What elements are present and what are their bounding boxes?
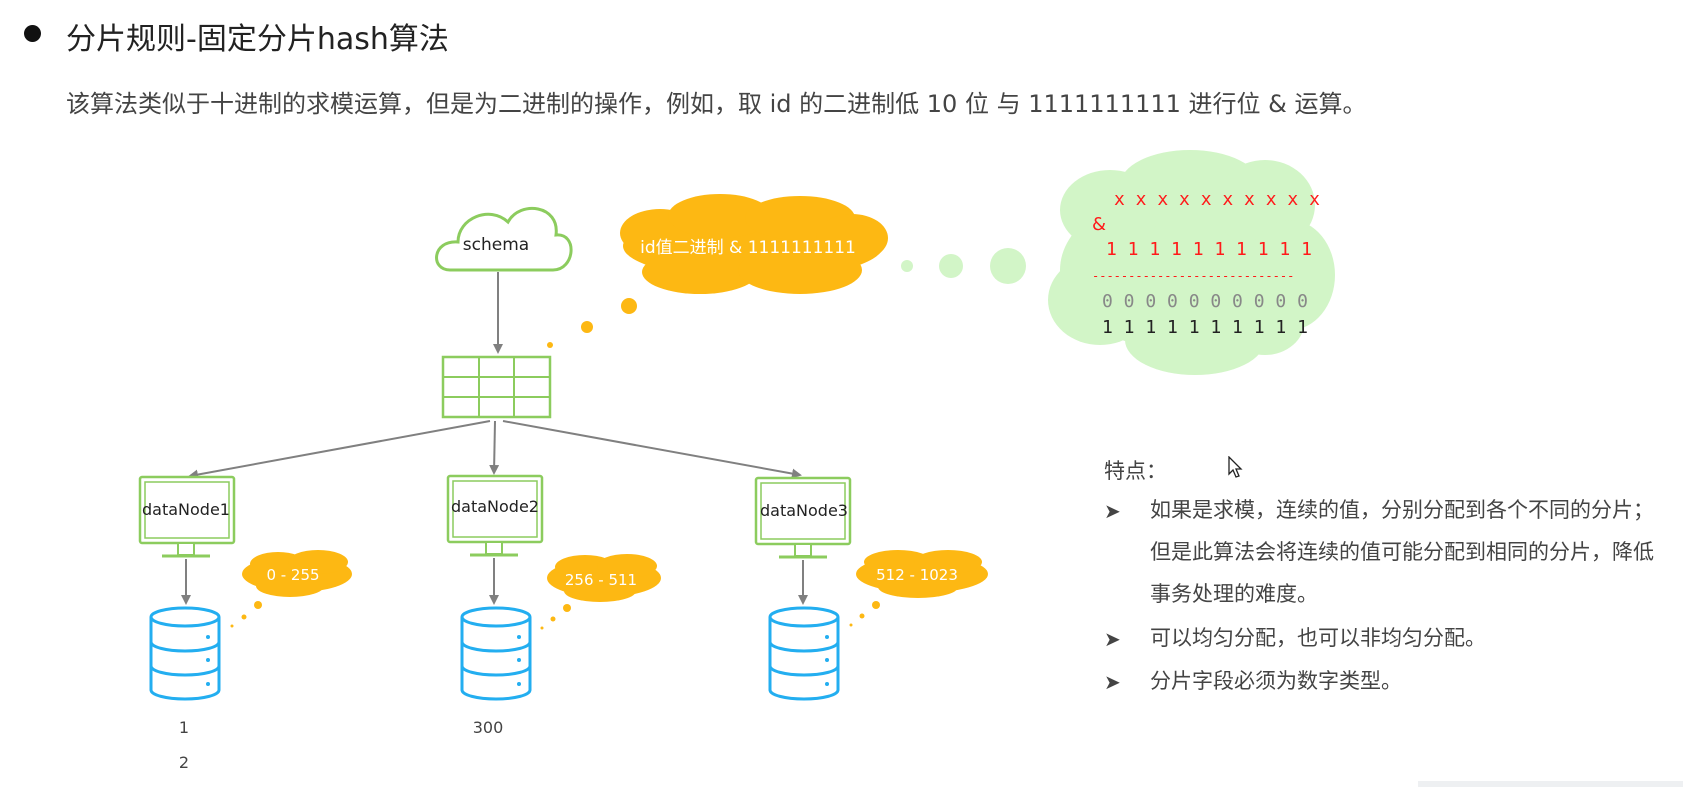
title-bullet (24, 25, 41, 42)
page-title: 分片规则-固定分片hash算法 (66, 22, 449, 57)
table-icon (441, 355, 552, 419)
db2-value-1: 300 (473, 718, 504, 737)
feature-text: 如果是求模，连续的值，分别分配到各个不同的分片；但是此算法会将连续的值可能分配到… (1150, 498, 1654, 606)
calc-cloud (1048, 150, 1335, 375)
db1-value-1: 1 (179, 718, 189, 737)
description-text: 该算法类似于十进制的求模运算，但是为二进制的操作，例如，取 id 的二进制低 1… (66, 90, 1367, 118)
database-2-icon (460, 606, 532, 701)
green-dot-large (990, 248, 1026, 284)
calc-op: & (1092, 214, 1106, 235)
feature-text: 可以均匀分配，也可以非均匀分配。 (1150, 626, 1486, 650)
range-bubble-3 (849, 550, 988, 627)
mouse-cursor-icon (1228, 456, 1243, 478)
arrow-bullet-icon: ➤ (1104, 627, 1121, 651)
id-binary-bubble-text: id值二进制 & 1111111111 (640, 238, 856, 258)
feature-text: 分片字段必须为数字类型。 (1150, 669, 1402, 693)
range-label-2: 256 - 511 (565, 571, 637, 589)
datanode1-label: dataNode1 (142, 500, 230, 519)
range-label-1: 0 - 255 (266, 566, 319, 584)
table-to-node3-arrow (502, 420, 802, 479)
datanode2-label: dataNode2 (451, 497, 539, 516)
range-bubble-1 (230, 550, 352, 628)
corner-shade (1418, 781, 1683, 787)
db1-value-2: 2 (179, 753, 189, 772)
database-3-icon (768, 606, 840, 701)
datanode2-monitor-icon (446, 474, 544, 557)
database-1-icon (149, 606, 221, 701)
features-heading: 特点： (1104, 459, 1167, 483)
calc-row-ones: 1 1 1 1 1 1 1 1 1 1 (1106, 239, 1312, 260)
table-to-node2-arrow (489, 420, 500, 475)
arrow-bullet-icon: ➤ (1104, 499, 1121, 523)
arrow-bullet-icon: ➤ (1104, 670, 1121, 694)
schema-cloud-icon (435, 206, 573, 272)
datanode3-monitor-icon (754, 476, 852, 559)
calc-divider: ---------------------------- (1092, 269, 1294, 283)
schema-label: schema (463, 235, 529, 255)
datanode1-monitor-icon (138, 475, 236, 558)
range-bubble-2 (540, 554, 661, 630)
calc-row-result: 1 1 1 1 1 1 1 1 1 1 (1102, 317, 1308, 338)
green-dot-medium (939, 254, 963, 278)
calc-row-zeros: 0 0 0 0 0 0 0 0 0 0 (1102, 291, 1308, 312)
calc-row-x: x x x x x x x x x x (1114, 189, 1320, 210)
id-binary-bubble (547, 194, 888, 348)
datanode3-label: dataNode3 (760, 501, 848, 520)
green-dot-small (901, 260, 913, 272)
table-to-node1-arrow (188, 420, 491, 480)
range-label-3: 512 - 1023 (876, 566, 958, 584)
